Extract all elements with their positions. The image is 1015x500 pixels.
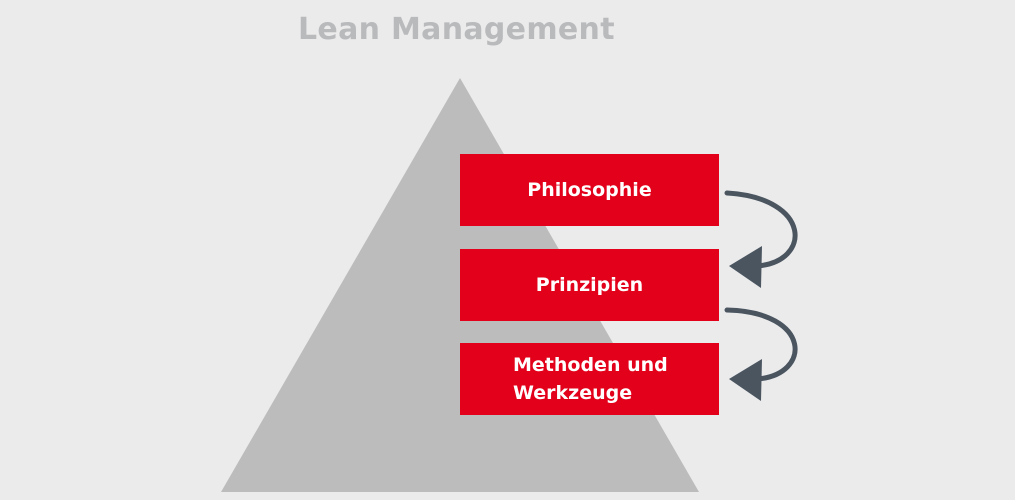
curved-arrow-2 <box>724 307 798 382</box>
layer-label-philosophie: Philosophie <box>527 179 652 201</box>
layer-box-prinzipien: Prinzipien <box>460 249 719 321</box>
layer-box-methoden-und-werkzeuge: Methoden und Werkzeuge <box>460 343 719 415</box>
arrow-head-1-icon <box>729 246 762 288</box>
layer-label-prinzipien: Prinzipien <box>535 274 644 296</box>
curved-arrow-1 <box>724 190 798 269</box>
layer-box-philosophie: Philosophie <box>460 154 719 226</box>
diagram-title: Lean Management <box>298 12 615 47</box>
arrow-head-2-icon <box>729 359 762 401</box>
layer-label-methoden-line-1: Methoden und <box>513 354 668 376</box>
layer-label-methoden-line-2: Werkzeuge <box>513 382 633 404</box>
